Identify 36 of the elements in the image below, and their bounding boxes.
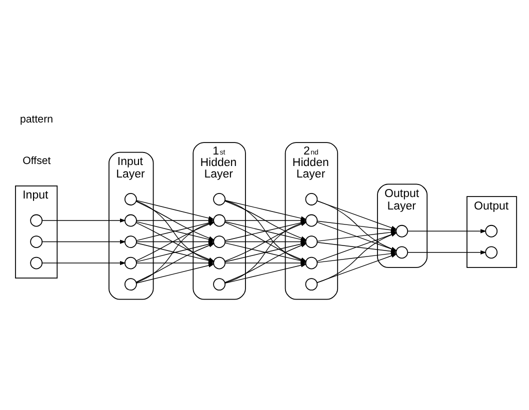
node-circle <box>124 278 137 290</box>
node-circle <box>213 193 226 206</box>
node-circle <box>305 256 318 270</box>
node-circle <box>213 236 226 248</box>
node-circle <box>396 224 408 238</box>
cluster: Input <box>15 186 58 279</box>
node-circle <box>305 236 318 248</box>
node-circle <box>124 256 137 270</box>
arrow <box>136 263 214 284</box>
cluster: Output <box>466 196 518 268</box>
arrow <box>407 229 486 234</box>
node-circle <box>30 236 43 248</box>
node-circle <box>30 256 43 270</box>
node-circle <box>124 193 137 206</box>
node-circle <box>213 278 226 290</box>
cluster: Output Layer <box>377 184 428 268</box>
node-circle <box>213 256 226 270</box>
node-circle <box>305 278 318 290</box>
node-circle <box>124 236 137 248</box>
node-circle <box>396 246 408 259</box>
arrow <box>316 254 398 283</box>
arrow <box>42 260 126 266</box>
cluster: Input Layer <box>108 152 154 300</box>
arrow <box>224 263 307 284</box>
node-circle <box>305 193 318 206</box>
node-circle <box>305 214 318 227</box>
node-circle <box>124 214 137 227</box>
label: Offset <box>22 154 51 167</box>
arrow <box>407 250 486 254</box>
node-circle <box>485 246 498 259</box>
node-circle <box>30 214 43 227</box>
arrow <box>42 240 126 244</box>
node-circle <box>485 224 498 238</box>
label: pattern <box>20 113 54 126</box>
node-circle <box>213 214 226 227</box>
arrow <box>42 218 126 223</box>
